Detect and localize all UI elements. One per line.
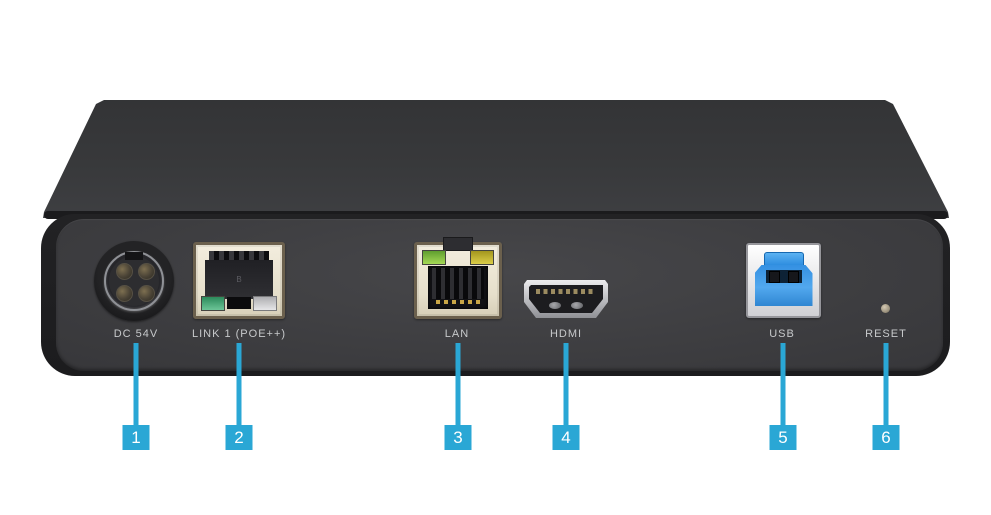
callout-number: 1 <box>122 425 150 450</box>
hdmi-detail <box>549 302 561 309</box>
callout-2: 2 <box>225 343 253 450</box>
rj45-socket: B <box>205 260 273 299</box>
port-marking: B <box>236 275 242 284</box>
callout-number: 6 <box>872 425 900 450</box>
device-top-face <box>43 100 949 218</box>
dc-pin <box>138 285 155 302</box>
callout-5: 5 <box>769 343 797 450</box>
port-label-usb: USB <box>769 328 795 340</box>
rj45-contact-fingers <box>432 268 484 299</box>
hdmi-socket <box>529 285 603 313</box>
callout-number: 3 <box>444 425 472 450</box>
callout-6: 6 <box>872 343 900 450</box>
dc-port-key-notch <box>125 252 143 260</box>
dc-pin <box>138 263 155 280</box>
dc-pin <box>116 263 133 280</box>
hdmi-detail <box>571 302 583 309</box>
port-label-hdmi: HDMI <box>549 328 583 340</box>
port-label-lan: LAN <box>444 328 470 340</box>
port-label-link1: LINK 1 (POE++) <box>191 328 287 340</box>
rj45-contacts <box>209 251 269 261</box>
rj45-latch <box>443 237 473 251</box>
usb-b-port <box>746 243 821 318</box>
port-label-dc: DC 54V <box>113 328 159 340</box>
callout-line <box>455 343 461 425</box>
usb-b-top-section <box>763 252 804 266</box>
dc-power-port <box>94 241 174 321</box>
callout-line <box>133 343 139 425</box>
callout-number: 5 <box>769 425 797 450</box>
rj45-socket <box>428 266 488 309</box>
usb-b-body <box>754 265 813 306</box>
hdmi-pins <box>536 289 596 294</box>
callout-line <box>236 343 242 425</box>
callout-number: 2 <box>225 425 253 450</box>
reset-pinhole <box>881 304 890 313</box>
callout-4: 4 <box>552 343 580 450</box>
green-led <box>201 296 225 311</box>
link1-poe-port: B <box>193 242 285 319</box>
led-window <box>253 296 277 311</box>
callout-3: 3 <box>444 343 472 450</box>
rj45-gold-contacts <box>436 300 480 304</box>
callout-line <box>883 343 889 425</box>
yellow-led <box>470 250 494 265</box>
rj45-latch-slot <box>227 297 251 309</box>
callout-line <box>563 343 569 425</box>
hdmi-port <box>524 280 608 318</box>
usb-b-recess <box>765 270 802 283</box>
usb-contact-tab <box>787 270 799 283</box>
callout-number: 4 <box>552 425 580 450</box>
usb-contact-tab <box>768 270 780 283</box>
port-label-reset: RESET <box>865 328 907 340</box>
lan-port <box>414 237 502 319</box>
dc-pin <box>116 285 133 302</box>
green-led <box>422 250 446 265</box>
callout-line <box>780 343 786 425</box>
callout-1: 1 <box>122 343 150 450</box>
